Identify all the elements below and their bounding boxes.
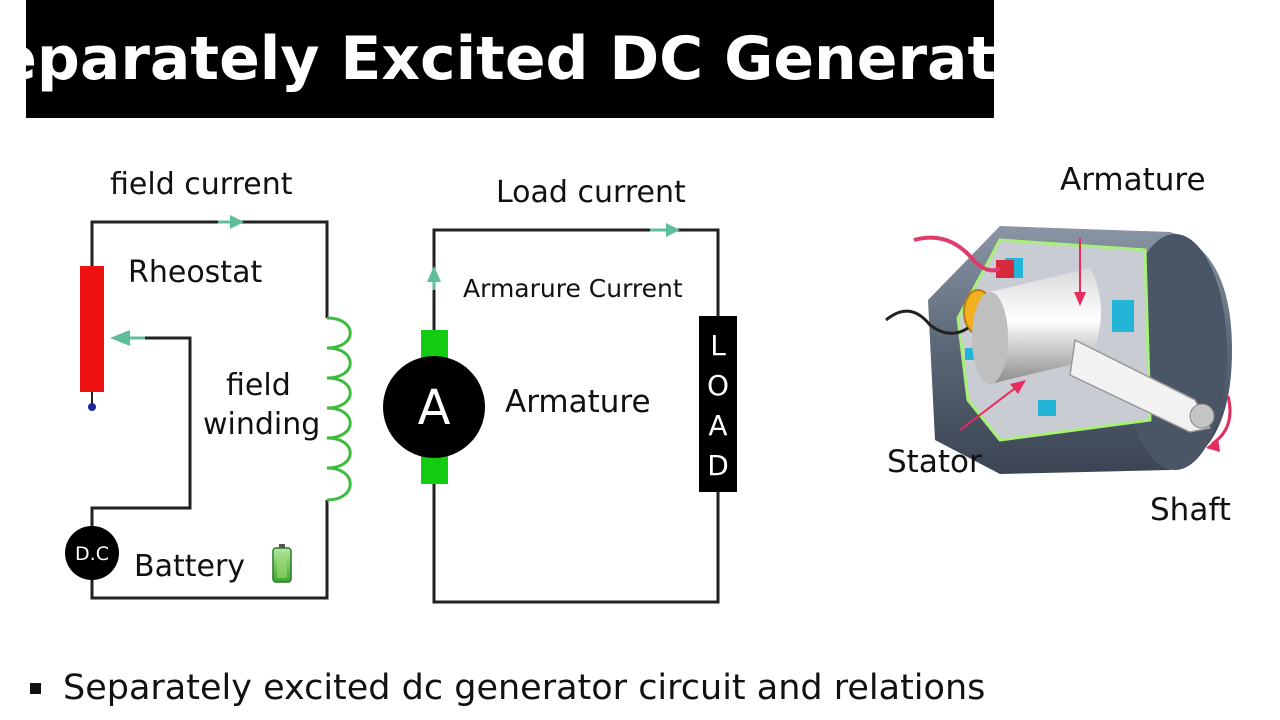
battery-icon xyxy=(272,544,292,583)
armature-terminal-top xyxy=(421,330,448,358)
armature-current-label: Armarure Current xyxy=(463,274,683,303)
lead-wire-red xyxy=(913,235,1002,273)
field-wire-inner xyxy=(90,336,192,528)
battery-label: Battery xyxy=(134,549,245,584)
field-circuit: field current Rheostat field winding D.C… xyxy=(65,167,352,600)
title-banner: Separately Excited DC Generator xyxy=(0,0,1067,118)
armature-current-arrowhead xyxy=(427,266,441,282)
load-letter-o: O xyxy=(707,369,729,402)
load-block xyxy=(699,316,737,492)
armature-terminal-bottom xyxy=(421,456,448,484)
field-wire-right xyxy=(90,500,329,600)
armature-label: Armature xyxy=(505,384,651,420)
armature-circuit: Load current Armarure Current A Armature… xyxy=(383,175,737,604)
load-current-arrowhead xyxy=(666,223,680,237)
rheostat-label: Rheostat xyxy=(128,255,262,290)
generator-cutaway-illustration: Armature Stator Shaft xyxy=(885,162,1232,528)
armature-symbol-letter: A xyxy=(418,380,451,436)
lead-wire-black xyxy=(885,309,969,335)
caption-text: Separately excited dc generator circuit … xyxy=(63,668,986,708)
load-letter-l: L xyxy=(710,329,726,362)
brush-block xyxy=(996,260,1014,278)
dc-source xyxy=(65,526,119,580)
rheostat-wiper-arrowhead xyxy=(110,330,130,346)
stator-winding-2 xyxy=(1112,300,1134,332)
field-winding-coil xyxy=(326,316,352,502)
field-winding-label-line1: field xyxy=(226,368,291,403)
rheostat xyxy=(80,266,104,392)
machine-shaft-label: Shaft xyxy=(1150,492,1231,528)
shaft xyxy=(1069,338,1212,433)
armature-symbol xyxy=(383,356,485,458)
field-current-arrowhead xyxy=(230,215,244,229)
armature-pointer-head xyxy=(1074,292,1086,306)
rotor-face xyxy=(972,292,1008,384)
field-current-label: field current xyxy=(110,167,293,202)
dc-source-symbol: D.C xyxy=(75,543,109,565)
load-letter-d: D xyxy=(707,449,729,482)
stator-pointer xyxy=(959,385,1019,431)
caption-row: Separately excited dc generator circuit … xyxy=(30,660,985,716)
field-winding-label-line2: winding xyxy=(203,407,320,442)
machine-stator-label: Stator xyxy=(887,444,982,480)
rotation-arrowhead xyxy=(1206,438,1220,452)
load-letters: L O A D xyxy=(707,329,729,482)
shaft-end xyxy=(1189,403,1215,429)
stator-pointer-head xyxy=(1010,380,1026,394)
field-wire-top xyxy=(90,220,329,318)
generator-diagram: field current Rheostat field winding D.C… xyxy=(65,162,1232,604)
rheostat-end-dot xyxy=(88,403,96,411)
bullet-icon xyxy=(30,682,41,694)
load-letter-a: A xyxy=(708,409,727,442)
load-current-label: Load current xyxy=(496,175,686,210)
page-title: Separately Excited DC Generator xyxy=(0,24,1068,94)
machine-armature-label: Armature xyxy=(1060,162,1206,198)
stator-winding-3 xyxy=(1038,400,1056,416)
